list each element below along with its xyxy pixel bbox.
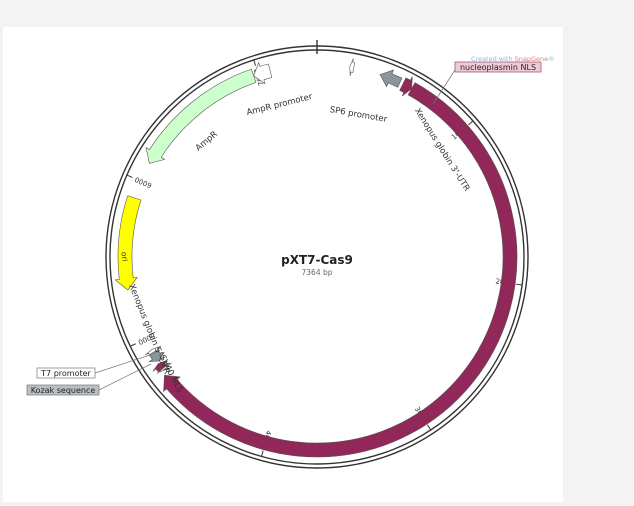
nucleoplasmin-nls-label-box[interactable] — [454, 61, 542, 73]
plasmid-name: pXT7-Cas9 — [281, 253, 353, 267]
nucleoplasmin-nls-leader — [432, 69, 456, 105]
t7-promoter-leader — [94, 354, 151, 374]
ampr-arrow[interactable] — [145, 68, 257, 164]
watermark-brand: SnapGene — [514, 55, 549, 63]
xenopus-5utr-arrow[interactable] — [148, 349, 165, 362]
ampr-promoter-arrow[interactable] — [253, 61, 273, 85]
xenopus-3utr-arrow[interactable] — [379, 69, 403, 88]
tick-mark — [261, 450, 264, 457]
sv40-nls-arrow[interactable] — [152, 360, 168, 373]
t7-promoter-label-box[interactable] — [36, 367, 96, 379]
t7-promoter-arrow[interactable] — [144, 345, 161, 356]
tick-mark — [468, 120, 474, 126]
ori-arrow[interactable] — [114, 195, 142, 291]
watermark-prefix: Created with — [471, 55, 515, 63]
cas9-arrow[interactable] — [163, 82, 518, 458]
nucleoplasmin-nls-arrow[interactable] — [399, 76, 413, 97]
kozak-sequence-label-box[interactable] — [26, 384, 100, 396]
snapgene-watermark: Created with SnapGene® — [471, 55, 555, 63]
ori-label: ori — [119, 251, 129, 262]
plasmid-map: 1000200030004000500060007000 Xenopus glo… — [26, 40, 542, 469]
sp6-promoter-label: SP6 promoter — [329, 105, 388, 125]
tick-mark — [253, 59, 257, 66]
tick-mark — [427, 424, 432, 431]
watermark-suffix: ® — [548, 55, 555, 63]
features — [114, 58, 518, 458]
sp6-promoter-arrow[interactable] — [349, 58, 356, 77]
kozak-sequence-arrow[interactable] — [156, 362, 172, 374]
map-canvas: Created with SnapGene® 10002000300040005… — [3, 27, 563, 502]
t7-promoter-label: T7 promoter — [40, 369, 91, 378]
tick-mark — [516, 283, 523, 286]
plasmid-size: 7364 bp — [302, 268, 333, 277]
tick-mark — [126, 174, 133, 178]
ampr-label: AmpR — [194, 129, 220, 153]
kozak-sequence-label: Kozak sequence — [31, 386, 96, 395]
tick-label: 6000 — [134, 175, 154, 189]
nucleoplasmin-nls-label: nucleoplasmin NLS — [460, 63, 536, 72]
kozak-sequence-leader — [98, 363, 152, 391]
backbone — [105, 40, 529, 469]
ampr-promoter-label: AmpR promoter — [246, 92, 314, 118]
tick-mark — [130, 343, 136, 347]
